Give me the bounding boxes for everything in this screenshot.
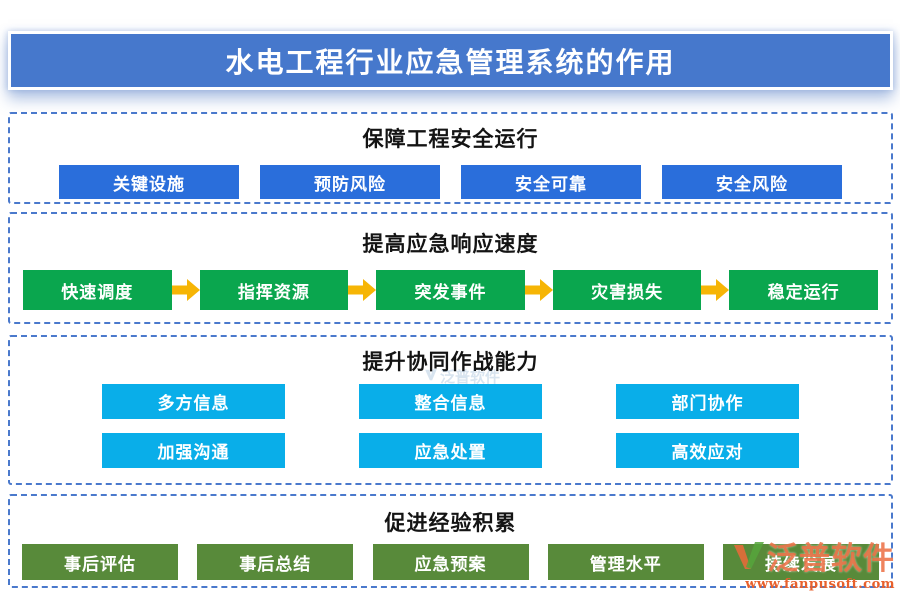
section-title: 保障工程安全运行 <box>362 126 539 151</box>
fanpu-logo-icon <box>732 541 766 575</box>
chip-multi-source-info: 多方信息 <box>102 384 285 419</box>
section-experience: 促进经验积累 事后评估 事后总结 应急预案 管理水平 持续发展 <box>8 494 893 588</box>
flow-row: 快速调度 指挥资源 突发事件 灾害损失 稳定运行 <box>10 270 891 310</box>
section-response-speed: 提高应急响应速度 快速调度 指挥资源 突发事件 灾害损失 稳定运行 <box>8 212 893 324</box>
brand-url: www.fanpusoft.com <box>745 577 895 592</box>
brand-name: 泛普软件 <box>767 541 895 577</box>
section-collaboration: 提升协同作战能力 多方信息 整合信息 部门协作 加强沟通 应急处置 高效应对 <box>8 335 893 485</box>
title-banner: 水电工程行业应急管理系统的作用 <box>8 31 893 90</box>
chip-post-summary: 事后总结 <box>197 544 354 580</box>
step-command-resources: 指挥资源 <box>199 270 349 310</box>
section-safety-operation: 保障工程安全运行 关键设施 预防风险 安全可靠 安全风险 <box>8 112 893 204</box>
brand-row: 泛普软件 <box>732 541 895 575</box>
step-stable-operation: 稳定运行 <box>729 270 878 310</box>
chip-row: 关键设施 预防风险 安全可靠 安全风险 <box>10 165 891 199</box>
chip-emergency-plan: 应急预案 <box>372 544 529 580</box>
brand-watermark: 泛普软件 www.fanpusoft.com <box>732 541 895 592</box>
block-arrow-right-icon <box>348 278 377 302</box>
chip-grid: 多方信息 整合信息 部门协作 加强沟通 应急处置 高效应对 <box>10 384 891 468</box>
chip-key-facilities: 关键设施 <box>59 165 239 199</box>
chip-efficient-response: 高效应对 <box>616 433 799 468</box>
step-disaster-loss: 灾害损失 <box>552 270 702 310</box>
section-title: 促进经验积累 <box>384 510 517 535</box>
chip-department-collaboration: 部门协作 <box>616 384 799 419</box>
section-title: 提高应急响应速度 <box>362 231 539 256</box>
block-arrow-right-icon <box>171 278 200 302</box>
section-title: 提升协同作战能力 <box>362 349 539 374</box>
chip-row: 事后评估 事后总结 应急预案 管理水平 持续发展 <box>10 544 891 580</box>
step-sudden-events: 突发事件 <box>376 270 525 310</box>
block-arrow-right-icon <box>701 278 730 302</box>
step-rapid-dispatch: 快速调度 <box>23 270 172 310</box>
chip-risk-prevention: 预防风险 <box>260 165 440 199</box>
chip-emergency-handling: 应急处置 <box>359 433 542 468</box>
chip-safe-reliable: 安全可靠 <box>461 165 641 199</box>
chip-safety-risk: 安全风险 <box>662 165 842 199</box>
page-title: 水电工程行业应急管理系统的作用 <box>225 45 676 79</box>
block-arrow-right-icon <box>524 278 553 302</box>
chip-integrated-info: 整合信息 <box>359 384 542 419</box>
chip-management-level: 管理水平 <box>547 544 704 580</box>
chip-enhanced-communication: 加强沟通 <box>102 433 285 468</box>
chip-post-evaluation: 事后评估 <box>22 544 178 580</box>
